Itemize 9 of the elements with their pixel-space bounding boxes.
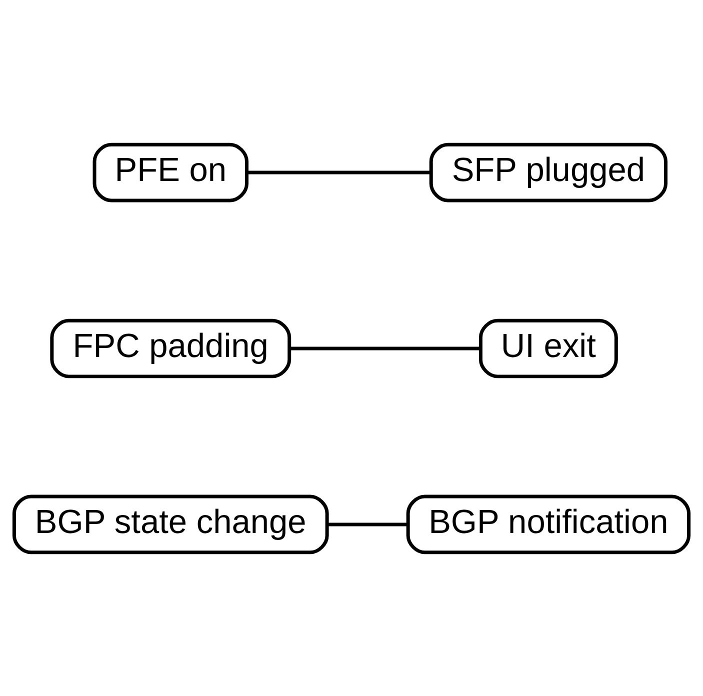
connector (327, 522, 408, 526)
node-box: FPC padding (50, 318, 292, 378)
connector (290, 346, 481, 350)
connector (247, 170, 431, 174)
node-box: BGP state change (12, 494, 329, 554)
node-box: UI exit (478, 318, 618, 378)
node-box: SFP plugged (429, 142, 668, 202)
node-box: PFE on (92, 142, 248, 202)
node-box: BGP notification (406, 494, 691, 554)
